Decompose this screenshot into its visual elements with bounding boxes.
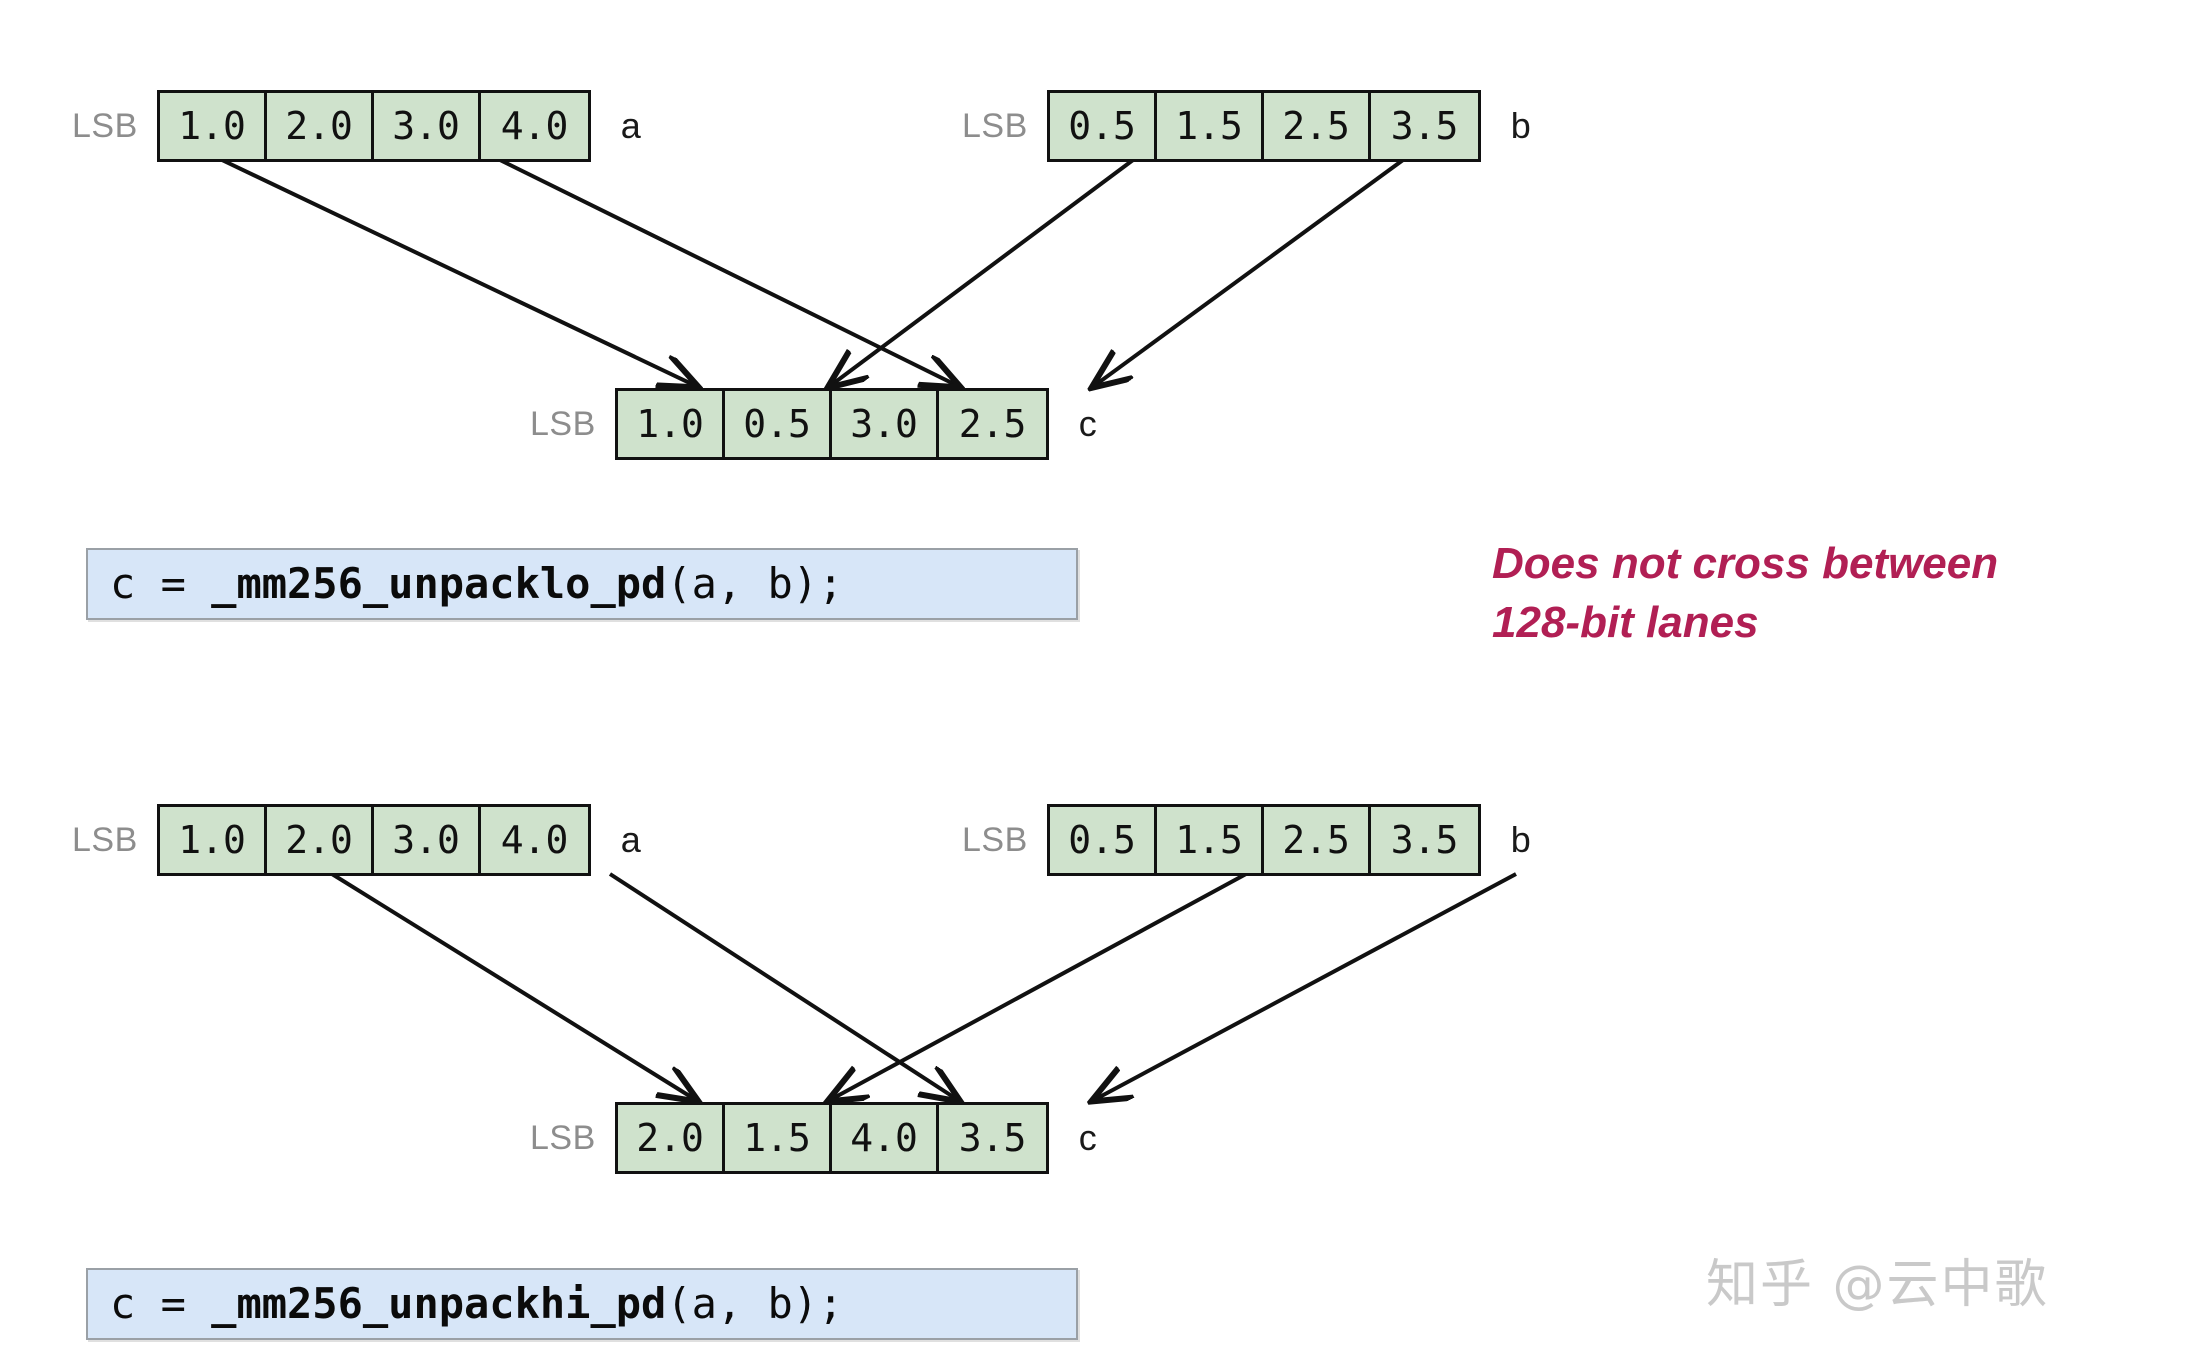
lane-a3: 4.0 bbox=[500, 818, 569, 862]
code-prefix: c = bbox=[110, 559, 212, 608]
lane-c2: 3.0 bbox=[832, 391, 939, 457]
lane-b0: 0.5 bbox=[1050, 807, 1157, 873]
code-prefix: c = bbox=[110, 1279, 212, 1328]
vector-a-row-hi: LSB 1.0 2.0 3.0 4.0 a bbox=[72, 804, 641, 876]
lsb-label: LSB bbox=[962, 106, 1028, 145]
lsb-label: LSB bbox=[72, 106, 138, 145]
vector-a-name-lo: a bbox=[620, 105, 641, 146]
lane-c1: 0.5 bbox=[725, 391, 832, 457]
arrow-hi-b1-c1 bbox=[830, 872, 1247, 1100]
lane-c0: 2.0 bbox=[618, 1105, 725, 1171]
lsb-label: LSB bbox=[72, 820, 138, 859]
lane-a2: 3.0 bbox=[374, 93, 481, 159]
vector-b-lanes-lo: 0.5 1.5 2.5 3.5 bbox=[1046, 90, 1481, 162]
vector-b-name-hi: b bbox=[1510, 819, 1531, 860]
vector-a-row-lo: LSB 1.0 2.0 3.0 4.0 a bbox=[72, 90, 641, 162]
lane-c3: 2.5 bbox=[958, 402, 1027, 446]
lane-b3: 3.5 bbox=[1390, 818, 1459, 862]
lane-c0: 1.0 bbox=[618, 391, 725, 457]
arrow-lo-b0-c1 bbox=[830, 158, 1135, 386]
arrow-lo-a0-c0 bbox=[221, 158, 696, 386]
vector-b-row-lo: LSB 0.5 1.5 2.5 3.5 b bbox=[962, 90, 1531, 162]
code-fn-name: _mm256_unpackhi_pd bbox=[211, 1279, 667, 1328]
code-text-unpackhi: c = _mm256_unpackhi_pd(a, b); bbox=[110, 1283, 843, 1325]
code-suffix: (a, b); bbox=[666, 559, 844, 608]
lane-b2: 2.5 bbox=[1264, 93, 1371, 159]
lane-a3: 4.0 bbox=[500, 104, 569, 148]
lane-note: Does not cross between 128-bit lanes bbox=[1492, 539, 1999, 647]
vector-c-row-lo: LSB 1.0 0.5 3.0 2.5 c bbox=[530, 388, 1097, 460]
lsb-label: LSB bbox=[530, 1118, 596, 1157]
code-box-unpacklo: c = _mm256_unpacklo_pd(a, b); bbox=[86, 548, 1078, 620]
code-suffix: (a, b); bbox=[666, 1279, 844, 1328]
lane-a0: 1.0 bbox=[160, 807, 267, 873]
vector-c-row-hi: LSB 2.0 1.5 4.0 3.5 c bbox=[530, 1102, 1097, 1174]
lane-a0: 1.0 bbox=[160, 93, 267, 159]
lane-a2: 3.0 bbox=[374, 807, 481, 873]
lane-a1: 2.0 bbox=[267, 807, 374, 873]
vector-a-lanes-lo: 1.0 2.0 3.0 4.0 bbox=[156, 90, 591, 162]
arrow-hi-a3-c2 bbox=[608, 872, 958, 1100]
lane-b1: 1.5 bbox=[1157, 807, 1264, 873]
watermark: 知乎 @云中歌 bbox=[1706, 1255, 2049, 1315]
vector-a-name-hi: a bbox=[620, 819, 641, 860]
code-text-unpacklo: c = _mm256_unpacklo_pd(a, b); bbox=[110, 563, 843, 605]
vector-b-name-lo: b bbox=[1510, 105, 1531, 146]
lane-b0: 0.5 bbox=[1050, 93, 1157, 159]
vector-c-name-hi: c bbox=[1078, 1117, 1097, 1158]
vector-b-lanes-hi: 0.5 1.5 2.5 3.5 bbox=[1046, 804, 1481, 876]
lane-c1: 1.5 bbox=[725, 1105, 832, 1171]
vector-a-lanes-hi: 1.0 2.0 3.0 4.0 bbox=[156, 804, 591, 876]
arrow-lo-b2-c3 bbox=[1094, 158, 1405, 386]
vector-c-lanes-hi: 2.0 1.5 4.0 3.5 bbox=[614, 1102, 1049, 1174]
lane-b1: 1.5 bbox=[1157, 93, 1264, 159]
lane-a1: 2.0 bbox=[267, 93, 374, 159]
lane-c2: 4.0 bbox=[832, 1105, 939, 1171]
vector-c-name-lo: c bbox=[1078, 403, 1097, 444]
code-fn-name: _mm256_unpacklo_pd bbox=[211, 559, 667, 608]
vector-b-row-hi: LSB 0.5 1.5 2.5 3.5 b bbox=[962, 804, 1531, 876]
lane-c3: 3.5 bbox=[958, 1116, 1027, 1160]
arrow-lo-a2-c2 bbox=[499, 158, 958, 386]
lane-b3: 3.5 bbox=[1390, 104, 1459, 148]
lsb-label: LSB bbox=[530, 404, 596, 443]
code-box-unpackhi: c = _mm256_unpackhi_pd(a, b); bbox=[86, 1268, 1078, 1340]
lane-b2: 2.5 bbox=[1264, 807, 1371, 873]
lsb-label: LSB bbox=[962, 820, 1028, 859]
arrow-hi-a1-c0 bbox=[330, 872, 696, 1100]
vector-c-lanes-lo: 1.0 0.5 3.0 2.5 bbox=[614, 388, 1049, 460]
arrow-hi-b3-c3 bbox=[1094, 872, 1517, 1100]
